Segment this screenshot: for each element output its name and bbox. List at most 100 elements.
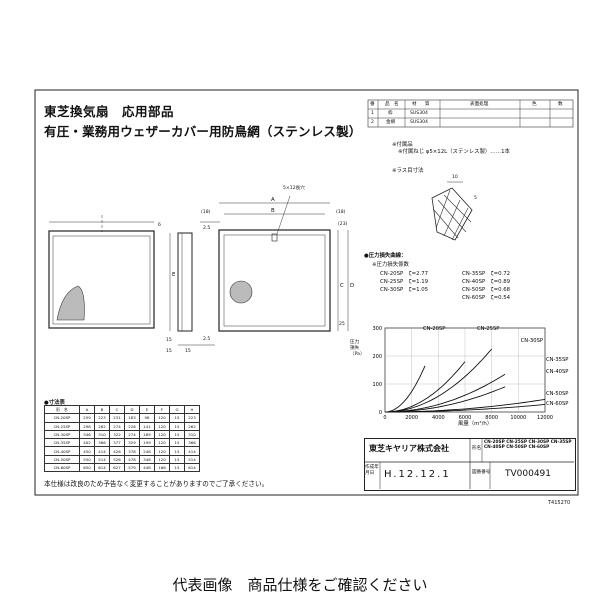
row-cell: 248 [139, 446, 155, 456]
row-cell: 166 [154, 463, 170, 473]
chart-xtick-label: 2000 [405, 415, 418, 421]
row-cell: 262 [94, 421, 110, 431]
mesh-dim-10: 10 [452, 175, 458, 180]
chart-xtick-label: 0 [383, 415, 386, 421]
dim-C: C [340, 283, 344, 289]
row-cell: 329 [124, 438, 140, 448]
chart-series-label: CN-25SP [477, 326, 499, 332]
parts-header-finish: 表面処理 [470, 102, 489, 107]
dimtable-caption: ●寸法表 [44, 400, 65, 406]
row-cell: 120 [154, 446, 170, 456]
coef-item: CN-40SP ζ=0.89 [462, 279, 511, 285]
chart-series-line [384, 365, 426, 413]
row-cell: CN-50SP [44, 454, 80, 465]
model-list: CN-20SP CN-25SP CN-30SP CN-35SP CN-40SP … [484, 440, 574, 451]
row-cell: 426 [109, 446, 125, 456]
chart-xtick-label: 12000 [537, 415, 553, 421]
coef-item: CN-60SP ζ=0.54 [462, 295, 511, 301]
chart-ytick-label: 0 [379, 410, 382, 416]
chart-series-label: CN-35SP [546, 357, 568, 363]
row-cell: 199 [139, 438, 155, 448]
row-cell: 310 [184, 429, 200, 440]
parts-header-name2: 名 [394, 102, 399, 107]
row-cell: 550 [79, 454, 95, 465]
row-cell: 348 [139, 454, 155, 465]
dim-6: 6 [158, 223, 161, 228]
row-cell: 189 [139, 429, 155, 440]
chart-series-line [384, 348, 493, 413]
dim-18-right: (18) [336, 210, 346, 215]
accessory-text: ※付属ねじ φ5×12L（ステンレス製）……1本 [398, 149, 510, 155]
row-cell: 15 [169, 454, 185, 465]
row-cell: 259 [79, 413, 95, 423]
side-view [169, 221, 220, 346]
header-cell: B [94, 404, 110, 415]
chart-series-line [385, 373, 506, 413]
parts-header-name: 品 [385, 102, 390, 107]
dim-2p5-top: 2.5 [203, 226, 211, 231]
parts-row2-mat: SUS304 [410, 120, 428, 125]
title-block-lines [364, 438, 574, 489]
header-cell: G [169, 404, 185, 415]
coef-item: CN-35SP ζ=0.72 [462, 271, 511, 277]
model-list-line1: CN-20SP CN-25SP CN-30SP CN-35SP [484, 440, 572, 445]
parts-header-mat: 材 [412, 102, 417, 107]
parts-header-mat2: 質 [425, 102, 430, 107]
rear-view [218, 195, 349, 332]
row-cell: 15 [169, 429, 185, 440]
row-cell: 274 [124, 429, 140, 440]
dim-15-a: 15 [166, 338, 172, 343]
row-cell: 650 [79, 463, 95, 473]
chart-xtick-label: 6000 [459, 415, 472, 421]
dim-E: E [172, 272, 176, 278]
dim-15-c: 15 [166, 349, 172, 354]
row-cell: 141 [139, 421, 155, 431]
sheet-title: 東芝換気扇 応用部品 [44, 104, 175, 119]
parts-row1-mat: SUS304 [410, 111, 428, 116]
row-cell: 262 [184, 421, 200, 431]
row-cell: 579 [124, 463, 140, 473]
row-cell: 274 [109, 421, 125, 431]
parts-row2-name: 金網 [386, 120, 396, 125]
row-cell: 226 [124, 421, 140, 431]
coef-item: CN-25SP ζ=1.19 [380, 279, 429, 285]
row-cell: 120 [154, 438, 170, 448]
row-cell: 120 [154, 413, 170, 423]
row-cell: 15 [169, 438, 185, 448]
caption: 代表画像 商品仕様をご確認ください [172, 576, 428, 594]
row-cell: 15 [169, 463, 185, 473]
chart-ytick-label: 200 [372, 354, 382, 360]
row-cell: 98 [139, 413, 155, 423]
coef-item: CN-50SP ζ=0.68 [462, 287, 511, 293]
row-cell: 120 [154, 429, 170, 440]
chart-series-label: CN-60SP [546, 401, 568, 407]
row-cell: CN-35SP [44, 438, 80, 448]
row-cell: 614 [94, 463, 110, 473]
row-cell: CN-25SP [44, 421, 80, 431]
header-cell: 形 名 [44, 404, 80, 415]
hole-label: 5×12長穴 [283, 186, 305, 191]
mesh-detail [431, 181, 473, 241]
label-model: 形名 [472, 446, 482, 451]
row-cell: 378 [124, 446, 140, 456]
coef-heading: ※圧力損失係数 [372, 262, 409, 268]
coef-item: CN-20SP ζ=2.77 [380, 271, 429, 277]
row-cell: 298 [79, 421, 95, 431]
dim-18-left: (18) [201, 210, 211, 215]
row-cell: 450 [79, 446, 95, 456]
front-view [48, 215, 155, 329]
title-block [364, 438, 576, 491]
sheet-subtitle: 有圧・業務用ウェザーカバー用防鳥網（ステンレス製） [44, 124, 362, 139]
row-cell: 15 [169, 421, 185, 431]
header-cell: E [139, 404, 155, 415]
row-cell: 366 [94, 438, 110, 448]
chart-series-label: CN-50SP [546, 391, 568, 397]
row-cell: 346 [79, 429, 95, 440]
